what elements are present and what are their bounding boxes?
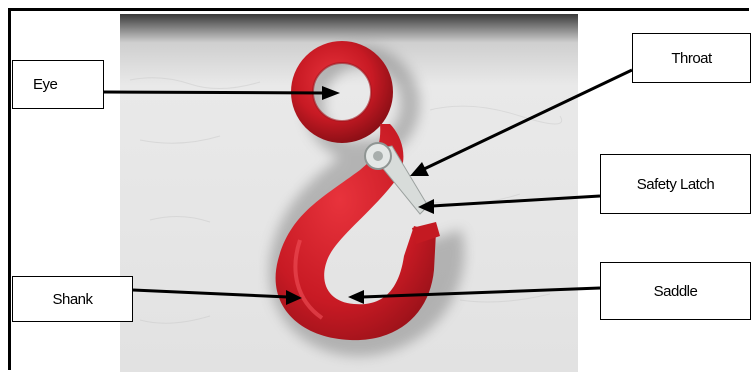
label-saddle: Saddle bbox=[600, 262, 751, 320]
label-throat: Throat bbox=[632, 33, 751, 83]
label-safety-latch: Safety Latch bbox=[600, 154, 751, 214]
label-eye: Eye bbox=[12, 60, 104, 109]
label-shank: Shank bbox=[12, 276, 133, 322]
